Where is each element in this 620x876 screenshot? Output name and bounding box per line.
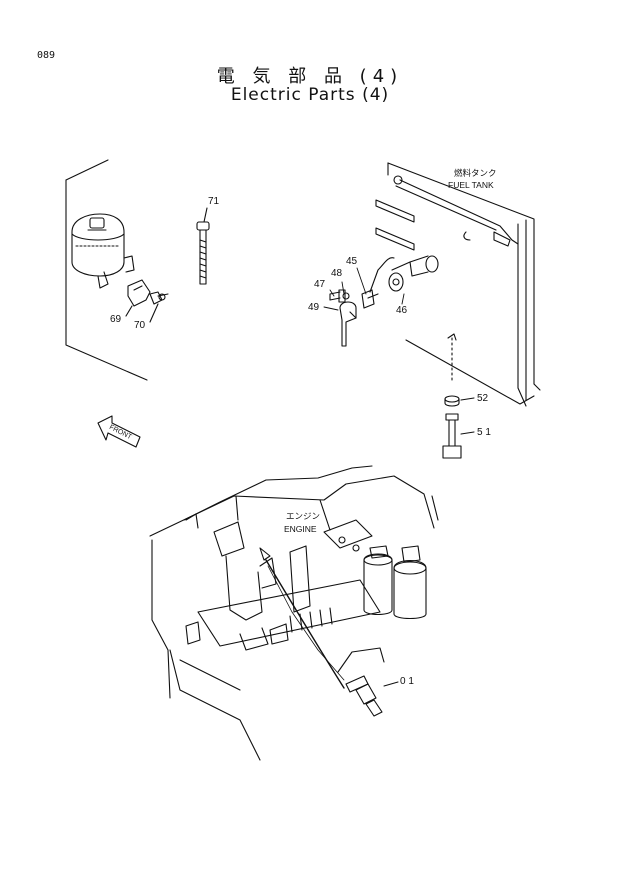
callout-71: 71 (208, 196, 220, 207)
engine (150, 466, 438, 760)
callout-47: 47 (314, 279, 326, 290)
callout-70: 70 (134, 320, 146, 331)
fuel-tank-label-en: FUEL TANK (448, 180, 494, 190)
leader-69 (126, 306, 132, 316)
tank-leaders (324, 268, 404, 310)
fuel-sender-parts (330, 256, 438, 346)
drain-plug (443, 334, 474, 458)
engine-label-en: ENGINE (284, 524, 317, 534)
engine-label-jp: エンジン (286, 511, 321, 521)
callout-48: 48 (331, 268, 343, 279)
reservoir-tank (72, 214, 134, 288)
sensor-01 (260, 548, 398, 716)
callout-01: 0 1 (400, 676, 414, 687)
callout-46: 46 (396, 305, 408, 316)
long-bolt-71 (197, 208, 209, 284)
cab-wall-panel (66, 160, 147, 380)
fuel-tank-label-jp: 燃料タンク (454, 168, 497, 178)
bolt-70 (150, 292, 168, 304)
callout-52: 52 (477, 393, 489, 404)
leader-70 (150, 304, 158, 322)
title-english: Electric Parts (4) (230, 85, 390, 105)
callout-69: 69 (110, 314, 122, 325)
fuel-tank (376, 163, 540, 406)
callout-51: 5 1 (477, 427, 491, 438)
callout-45: 45 (346, 256, 358, 267)
page-number: 089 (37, 50, 56, 61)
title-japanese: 電 気 部 品 (4) (216, 66, 404, 87)
callout-49: 49 (308, 302, 320, 313)
front-arrow-icon (98, 416, 140, 447)
bracket-69 (128, 280, 150, 306)
